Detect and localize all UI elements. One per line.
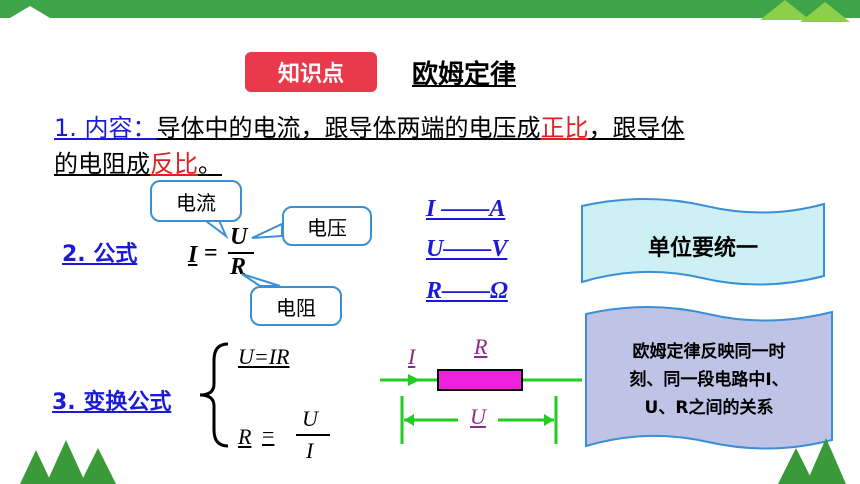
voltage-arrow-left-icon <box>404 414 414 426</box>
content-line-2: 的电阻成反比。 <box>54 150 222 178</box>
formula-lhs: I <box>188 242 198 268</box>
resistor <box>437 369 523 391</box>
circuit-voltage-label: U <box>470 404 486 429</box>
voltage-arrow-right-icon <box>544 414 554 426</box>
top-tree-icon <box>800 2 850 22</box>
pointer-voltage <box>251 222 283 239</box>
banner-shape <box>581 198 825 286</box>
circuit-diagram <box>380 369 582 444</box>
callout-resistance: 电阻 <box>250 286 342 326</box>
unit-note-text: 单位要统一 <box>647 236 758 261</box>
transform-eq1: U=IR <box>238 344 290 369</box>
note-text: 欧姆定律反映同一时 刻、同一段电路中I、 U、R之间的关系 <box>629 342 789 418</box>
bottom-decoration <box>20 438 846 484</box>
content-line-1: 1. 内容：导体中的电流，跟导体两端的电压成正比，跟导体 <box>54 114 685 142</box>
transform-denominator: I <box>306 438 314 463</box>
brace-icon <box>199 342 229 448</box>
circuit-current-label: I <box>408 344 416 369</box>
formula-numerator: U <box>230 224 248 250</box>
note-banner <box>585 306 833 450</box>
top-banner <box>0 0 860 18</box>
callout-current: 电流 <box>150 180 242 222</box>
tree-icon <box>80 448 116 484</box>
unit-resistance: R——Ω <box>426 278 508 304</box>
formula-eq: = <box>204 240 218 266</box>
top-tree-icon <box>760 0 810 20</box>
current-arrow-icon <box>408 374 420 386</box>
transform-eq: = <box>262 422 275 447</box>
unit-note-banner <box>581 198 825 286</box>
tree-icon <box>20 450 52 484</box>
callout-voltage: 电压 <box>282 206 372 246</box>
note-shape <box>585 306 833 450</box>
transform-r: R <box>238 424 252 449</box>
transform-fraction-bar <box>296 434 330 436</box>
unit-voltage: U——V <box>426 236 508 262</box>
top-decoration <box>10 0 850 22</box>
transform-numerator: U <box>302 406 318 431</box>
tree-icon <box>46 440 86 484</box>
keyword-inverse: 反比 <box>150 150 198 178</box>
knowledge-tag: 知识点 <box>245 52 377 92</box>
keyword-direct: 正比 <box>540 114 589 142</box>
content-label: 1. 内容： <box>54 114 157 142</box>
fraction-bar <box>228 252 254 254</box>
pointer-resistance <box>241 273 281 287</box>
formula-denominator: R <box>230 254 247 280</box>
page-title: 欧姆定律 <box>412 60 517 90</box>
transform-label: 3. 变换公式 <box>52 390 172 415</box>
unit-current: I ——A <box>426 196 506 222</box>
formula-label: 2. 公式 <box>62 242 138 267</box>
circuit-resistor-label: R <box>474 334 488 359</box>
tree-icon <box>778 448 814 484</box>
top-leaf-icon <box>10 6 50 18</box>
tree-icon <box>806 438 846 484</box>
